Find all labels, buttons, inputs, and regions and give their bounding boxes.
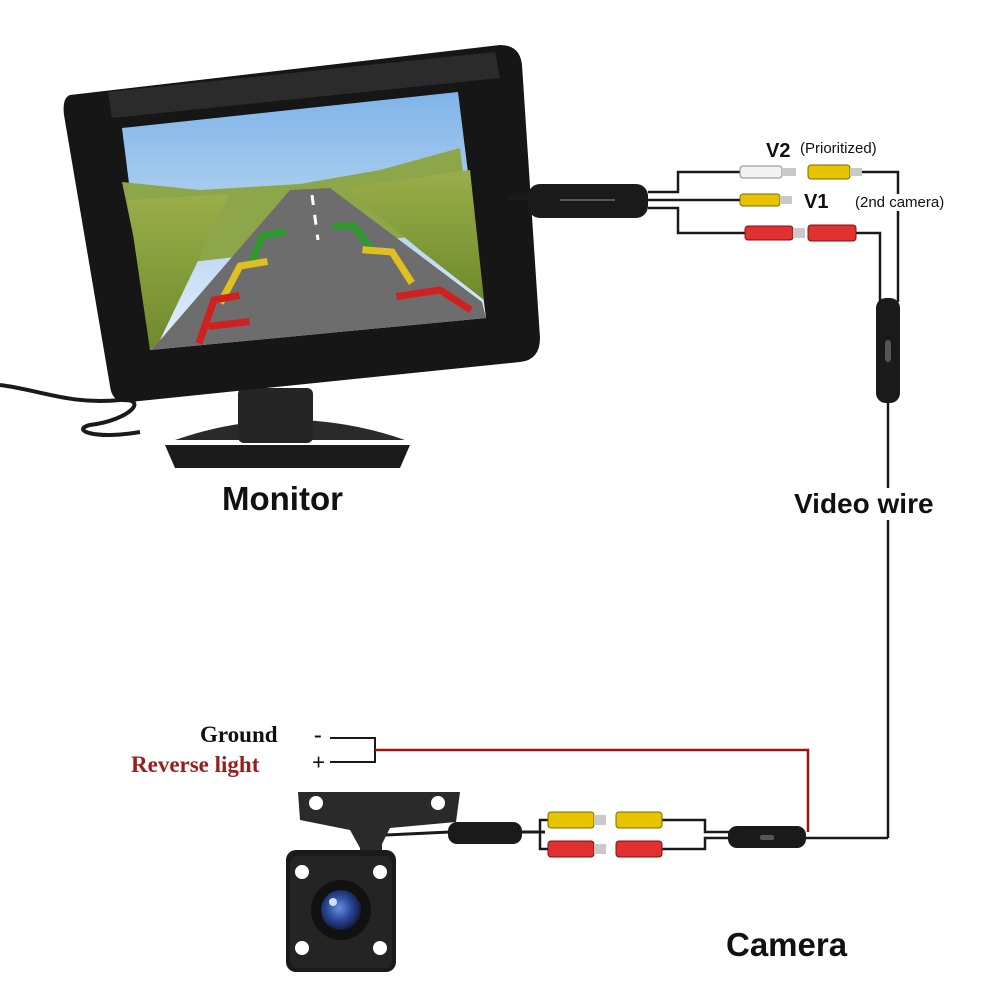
video-wire	[804, 170, 900, 840]
monitor-split-wires	[648, 170, 745, 235]
reverse-sign: +	[312, 750, 326, 775]
camera-led	[373, 865, 387, 879]
v2-note: (Prioritized)	[800, 140, 877, 157]
ground-sign: -	[314, 722, 322, 747]
v1-note: (2nd camera)	[855, 194, 945, 211]
camera-lens	[321, 890, 361, 930]
monitor-stand	[165, 445, 410, 468]
video-wire-label: Video wire	[792, 488, 936, 520]
screen-road	[150, 188, 486, 350]
monitor-connector	[508, 184, 648, 218]
camera-label: Camera	[726, 926, 848, 963]
monitor-power-cable	[0, 383, 141, 437]
reverse-light-label: Reverse light	[131, 752, 260, 777]
rca-plug-red-monitor	[744, 224, 857, 242]
camera-led	[295, 865, 309, 879]
power-wires	[330, 737, 810, 832]
camera-connector	[448, 822, 522, 844]
monitor	[63, 45, 540, 468]
v1-label: V1	[804, 191, 829, 213]
rca-plug-white	[739, 165, 796, 179]
monitor-label: Monitor	[222, 480, 343, 517]
camera-led	[295, 941, 309, 955]
rca-plug-yellow-v1	[739, 193, 792, 207]
camera-split-wires	[520, 818, 730, 851]
ground-label: Ground	[200, 722, 278, 747]
rca-camera-yellow	[547, 811, 663, 829]
v2-label: V2	[766, 140, 791, 162]
screen-grass	[128, 194, 230, 350]
rca-jack-yellow-v2	[807, 164, 862, 180]
camera	[286, 792, 460, 972]
parking-guide-lines	[195, 222, 473, 345]
monitor-neck	[238, 388, 313, 443]
camera-led	[373, 941, 387, 955]
rca-camera-red	[547, 840, 663, 858]
